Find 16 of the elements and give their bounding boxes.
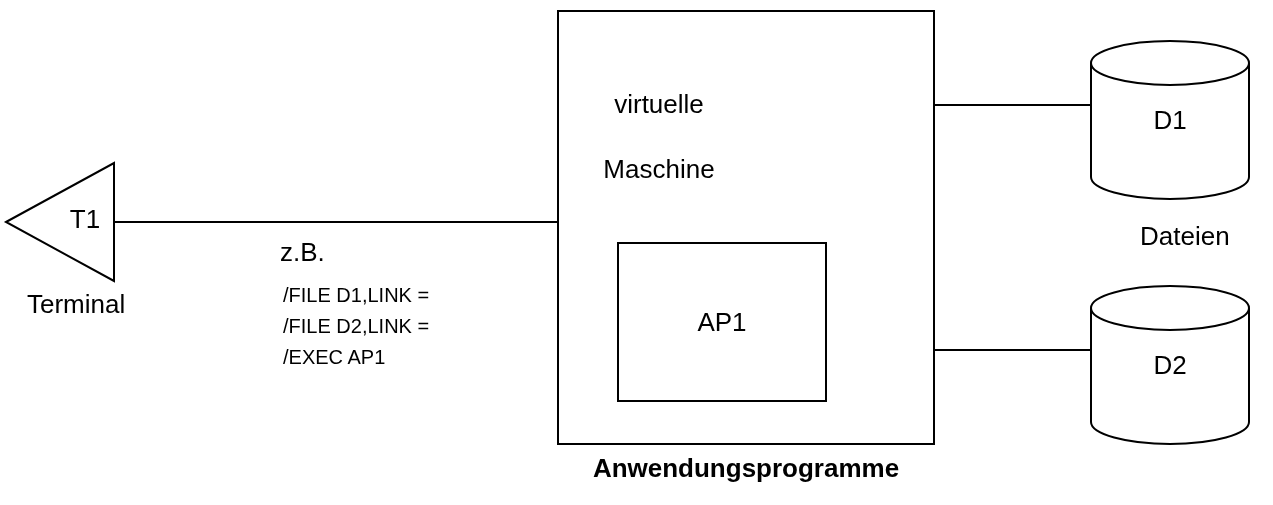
command-text: /FILE D1,LINK = [283,283,430,308]
node-label: T1 [68,204,102,236]
node-label: D1 [1153,103,1187,137]
note-text: z.B. [280,236,325,269]
command-text: /EXEC AP1 [283,345,386,370]
command-text: /FILE D2,LINK = [283,314,430,339]
connector-line [114,221,558,223]
node-caption: Anwendungsprogramme [592,452,900,485]
node-label: D2 [1153,348,1187,382]
connector-line [934,104,1091,106]
note-text: Dateien [1140,220,1230,253]
node-label: AP1 [697,305,747,339]
node-label: virtuelle Maschine [602,88,716,186]
connector-line [934,349,1091,351]
program-box [617,242,827,402]
node-caption: Terminal [27,288,126,321]
